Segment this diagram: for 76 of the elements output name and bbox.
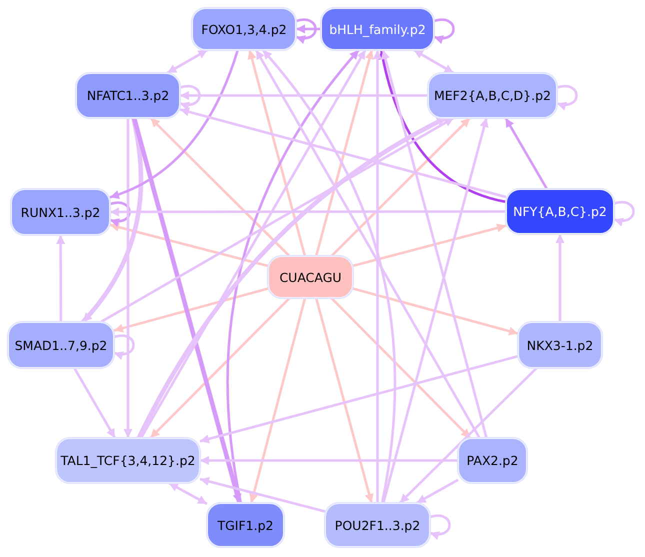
arrow (132, 117, 242, 504)
factor-node (207, 503, 284, 547)
self-loop-arrow (556, 85, 578, 110)
arrow (124, 118, 132, 438)
factor-node (8, 322, 114, 368)
arrow (73, 367, 116, 439)
self-loop-arrow (114, 334, 135, 360)
arrow (413, 48, 454, 74)
arrow (56, 235, 66, 322)
arrow (249, 298, 306, 504)
arrow (296, 24, 321, 34)
arrow (255, 49, 481, 439)
arrow (166, 48, 208, 74)
factor-node (458, 438, 527, 483)
arrow (150, 117, 290, 257)
self-loop-arrow (614, 201, 635, 226)
arrow (149, 297, 290, 439)
arrow (200, 355, 518, 444)
arrow (378, 50, 506, 204)
arrow (373, 50, 382, 503)
arrow (504, 117, 548, 190)
node-label: SMAD1..7,9.p2 (14, 338, 108, 352)
self-loop-arrow (434, 18, 455, 44)
arrow (314, 50, 374, 256)
arrow (114, 287, 268, 333)
node-label: POU2F1..3.p2 (334, 518, 420, 532)
node-label: bHLH_family.p2 (329, 22, 426, 36)
factor-node (76, 73, 180, 118)
arrow (100, 116, 454, 324)
arrow (330, 297, 472, 439)
factor-node (192, 8, 296, 50)
node-label: NKX3-1.p2 (526, 338, 594, 352)
arrow (352, 224, 506, 268)
arrow (226, 49, 360, 504)
factor-node (321, 8, 434, 50)
node-label: FOXO1,3,4.p2 (201, 22, 287, 36)
arrow (330, 117, 471, 257)
node-label: NFY{A,B,C}.p2 (513, 204, 607, 219)
node-label: PAX2.p2 (466, 453, 518, 468)
arrow (136, 116, 447, 440)
factor-node (518, 322, 602, 368)
factor-node (428, 73, 557, 118)
arrow (382, 118, 488, 504)
self-loop-arrow (296, 18, 317, 44)
arrow (398, 367, 538, 504)
factor-node (325, 503, 430, 547)
factor-node (11, 189, 110, 235)
arrow (180, 107, 506, 198)
arrow (140, 49, 366, 439)
node-label: RUNX1..3.p2 (20, 204, 100, 220)
arrow (110, 207, 506, 216)
arrow (416, 478, 459, 504)
node-label: CUACAGU (279, 270, 342, 284)
node-label: TAL1_TCF{3,4,12}.p2 (60, 453, 196, 468)
arrow (556, 234, 564, 322)
arrow (262, 49, 396, 504)
self-loop-arrow (110, 202, 131, 226)
self-loop-arrow (430, 514, 451, 540)
arrow (168, 482, 208, 505)
motif-node (268, 256, 353, 298)
factor-node (506, 189, 614, 234)
factor-node (56, 438, 200, 483)
arrow (200, 456, 458, 465)
node-label: TGIF1.p2 (217, 518, 274, 532)
arrow (110, 222, 268, 268)
self-loop-arrow (180, 85, 201, 110)
arrow (200, 477, 326, 513)
node-label: MEF2{A,B,C,D}.p2 (434, 88, 551, 103)
arrow (81, 118, 144, 324)
arrow (314, 298, 374, 504)
arrow (381, 50, 488, 438)
node-label: NFATC1..3.p2 (86, 88, 170, 103)
arrow (180, 91, 428, 100)
arrow (352, 287, 518, 336)
arrow (110, 50, 239, 199)
arrow (248, 50, 306, 256)
